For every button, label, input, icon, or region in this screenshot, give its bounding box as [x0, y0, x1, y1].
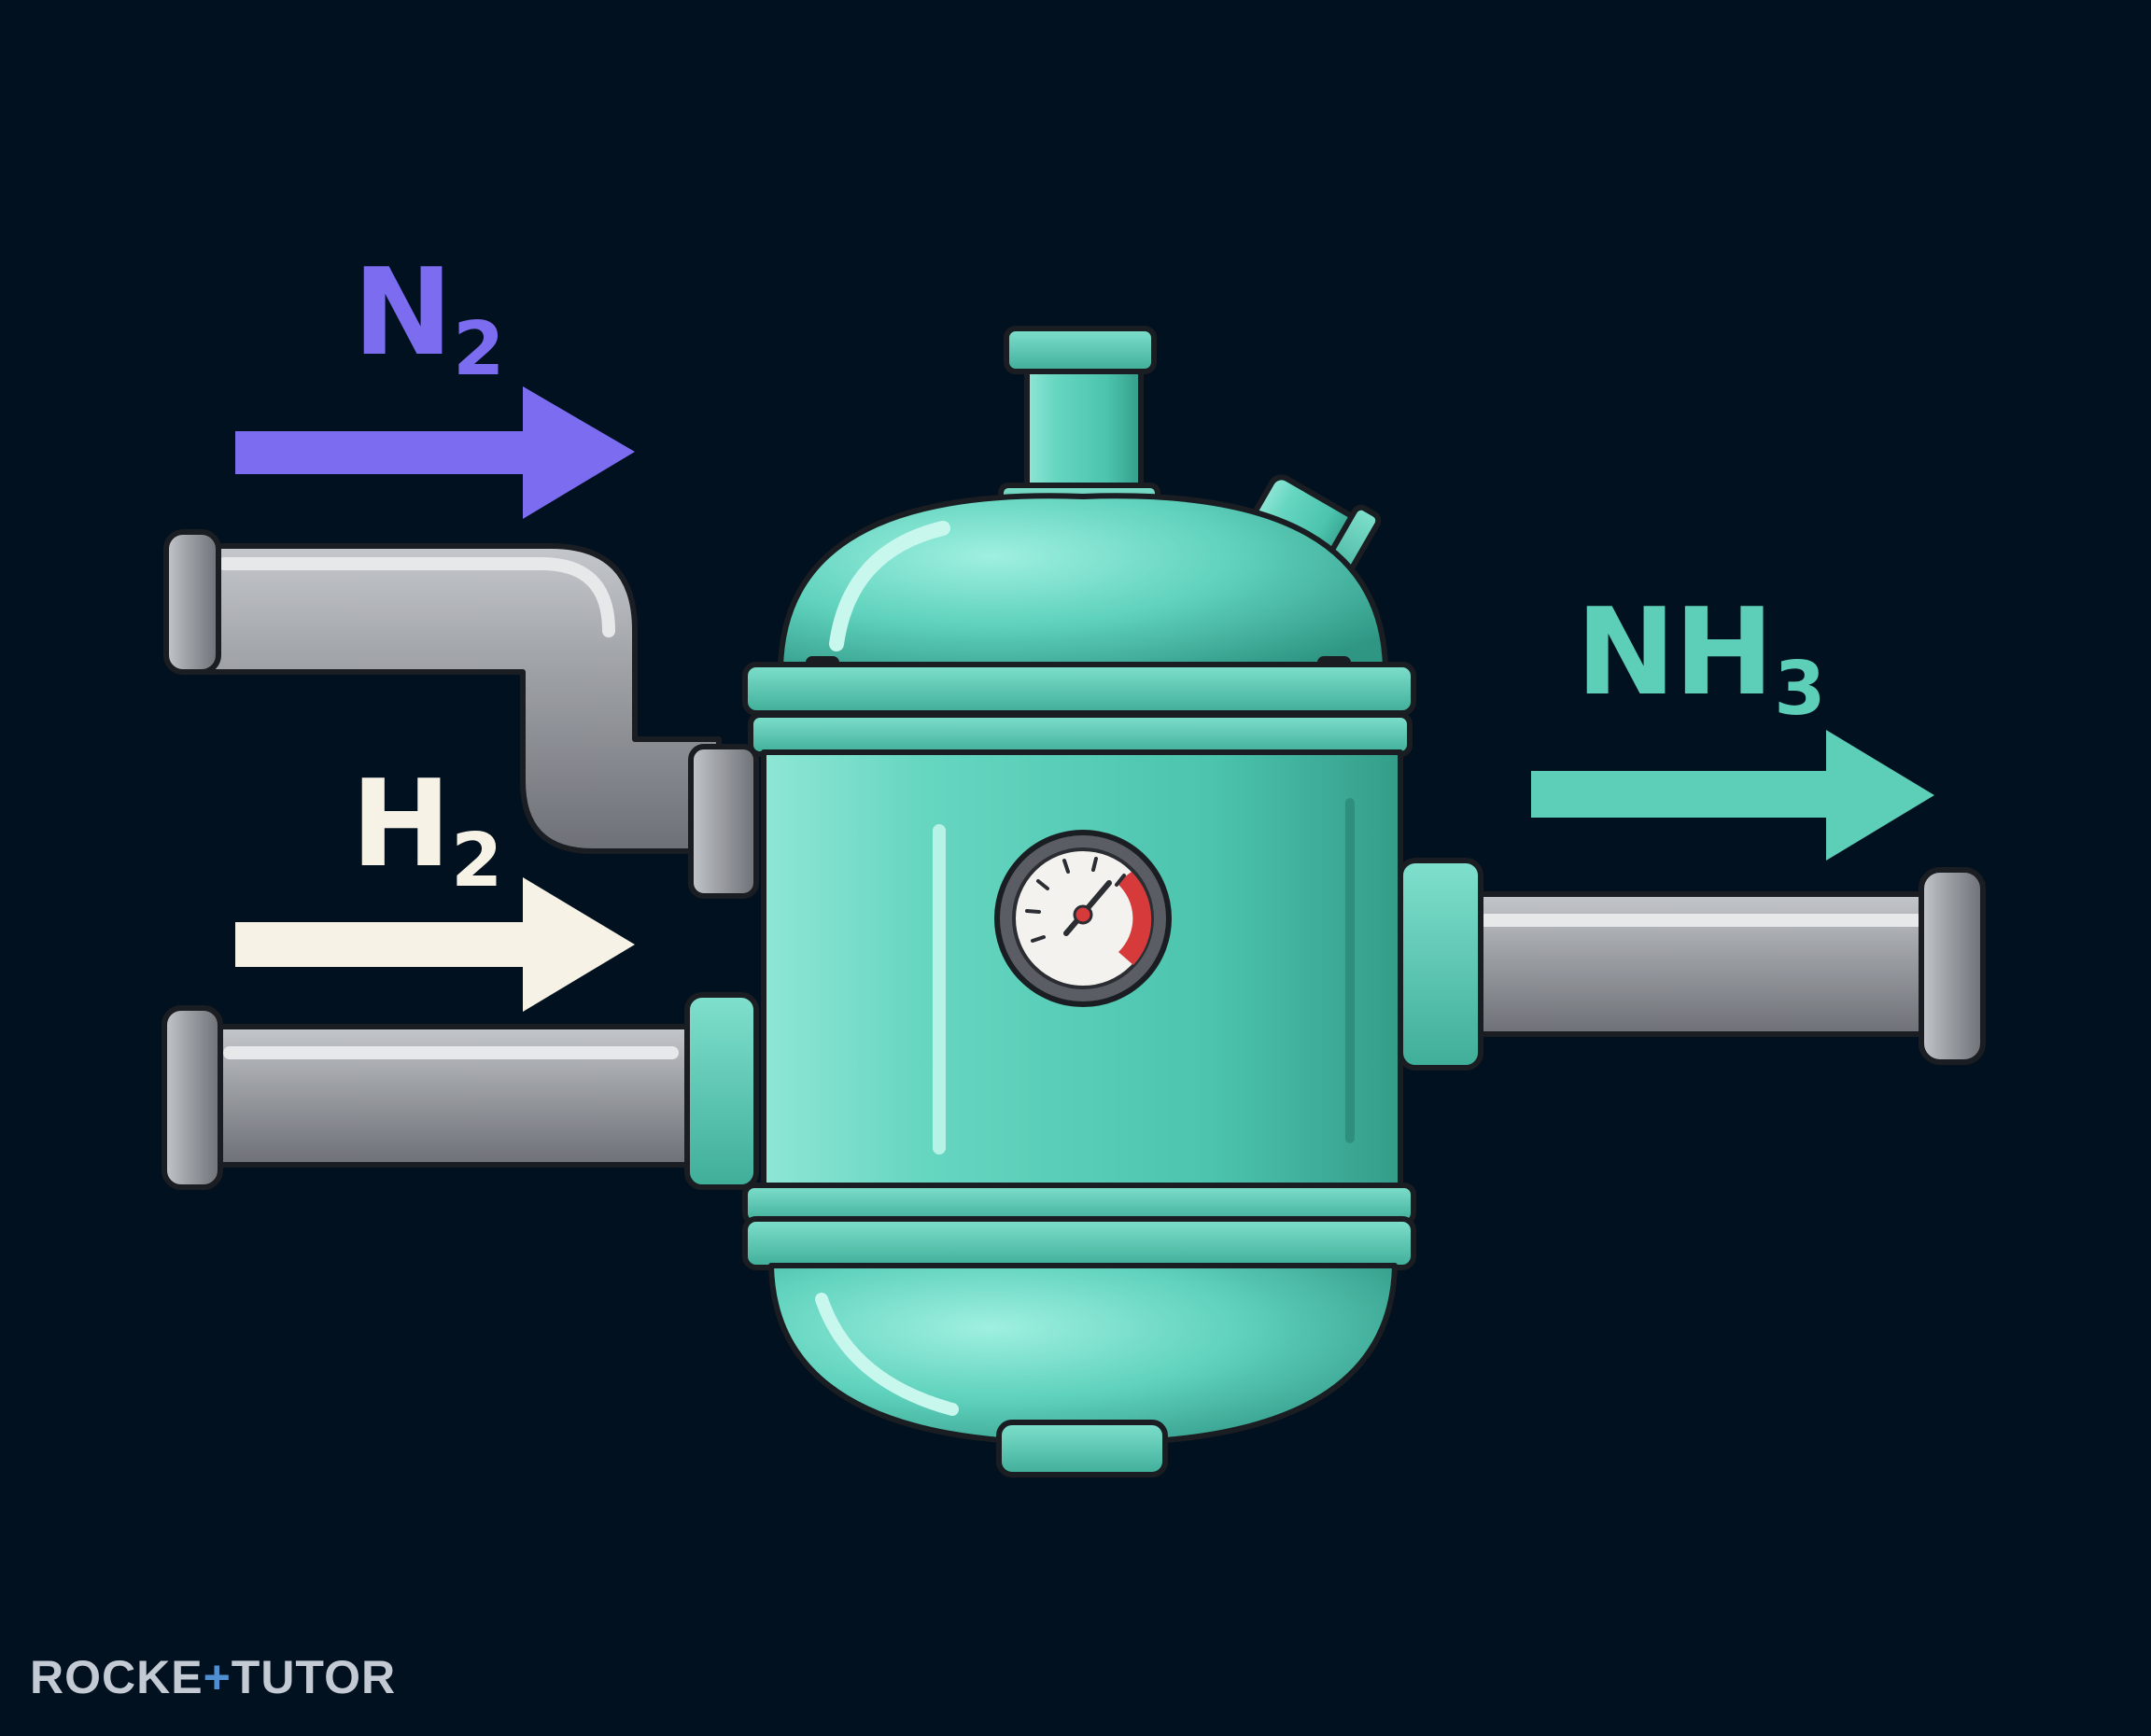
- n2-label-base: N: [353, 244, 453, 383]
- n2-inlet-pipe: [163, 529, 759, 899]
- brand-logo: ROCKE+TUTOR: [30, 1654, 396, 1701]
- nh3-label: NH3: [1576, 594, 1825, 726]
- nh3-label-subscript: 3: [1774, 645, 1825, 733]
- nh3-flow-arrow: [1531, 730, 1934, 861]
- n2-label: N2: [353, 254, 504, 386]
- h2-label-base: H: [351, 755, 451, 894]
- h2-label-subscript: 2: [451, 817, 502, 904]
- n2-flow-arrow: [235, 386, 635, 519]
- h2-label: H2: [351, 765, 502, 898]
- h2-inlet-pipe: [162, 1005, 696, 1190]
- nh3-label-base: NH: [1576, 583, 1774, 722]
- brand-part2: TUTOR: [231, 1651, 397, 1703]
- n2-label-subscript: 2: [453, 305, 504, 393]
- nh3-outlet-pipe: [1454, 867, 1986, 1065]
- brand-plus: +: [203, 1651, 232, 1703]
- pressure-gauge-icon: [994, 830, 1172, 1007]
- h2-flow-arrow: [235, 877, 635, 1012]
- brand-part1: ROCKE: [30, 1651, 204, 1703]
